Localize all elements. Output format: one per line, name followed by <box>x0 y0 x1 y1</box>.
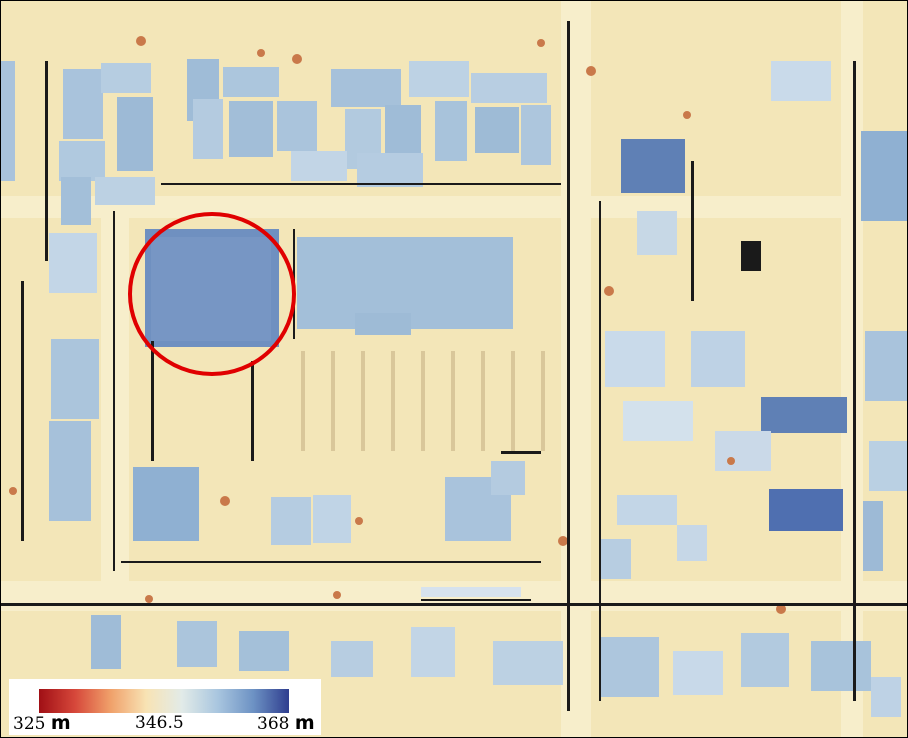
buildings-middle <box>49 233 907 579</box>
elevation-noise <box>1 21 907 711</box>
legend-mid-value: 346.5 <box>135 713 184 733</box>
buildings-top-row <box>1 59 907 255</box>
legend-max-unit: m <box>294 712 315 734</box>
buildings-bottom-row <box>91 587 901 717</box>
highlight-circle <box>128 212 296 376</box>
legend-max-label: 368 m <box>257 713 315 734</box>
legend-min-label: 325 m <box>13 713 71 734</box>
legend-max-value: 368 <box>257 714 290 734</box>
elevation-legend: 325 m 346.5 368 m <box>9 679 321 735</box>
vegetation <box>9 36 786 614</box>
parking-lot <box>301 351 545 451</box>
legend-min-value: 325 <box>13 714 46 734</box>
buildings-central <box>145 229 513 347</box>
legend-mid-label: 346.5 <box>135 713 184 733</box>
legend-min-unit: m <box>50 712 71 734</box>
legend-color-ramp <box>39 689 289 713</box>
